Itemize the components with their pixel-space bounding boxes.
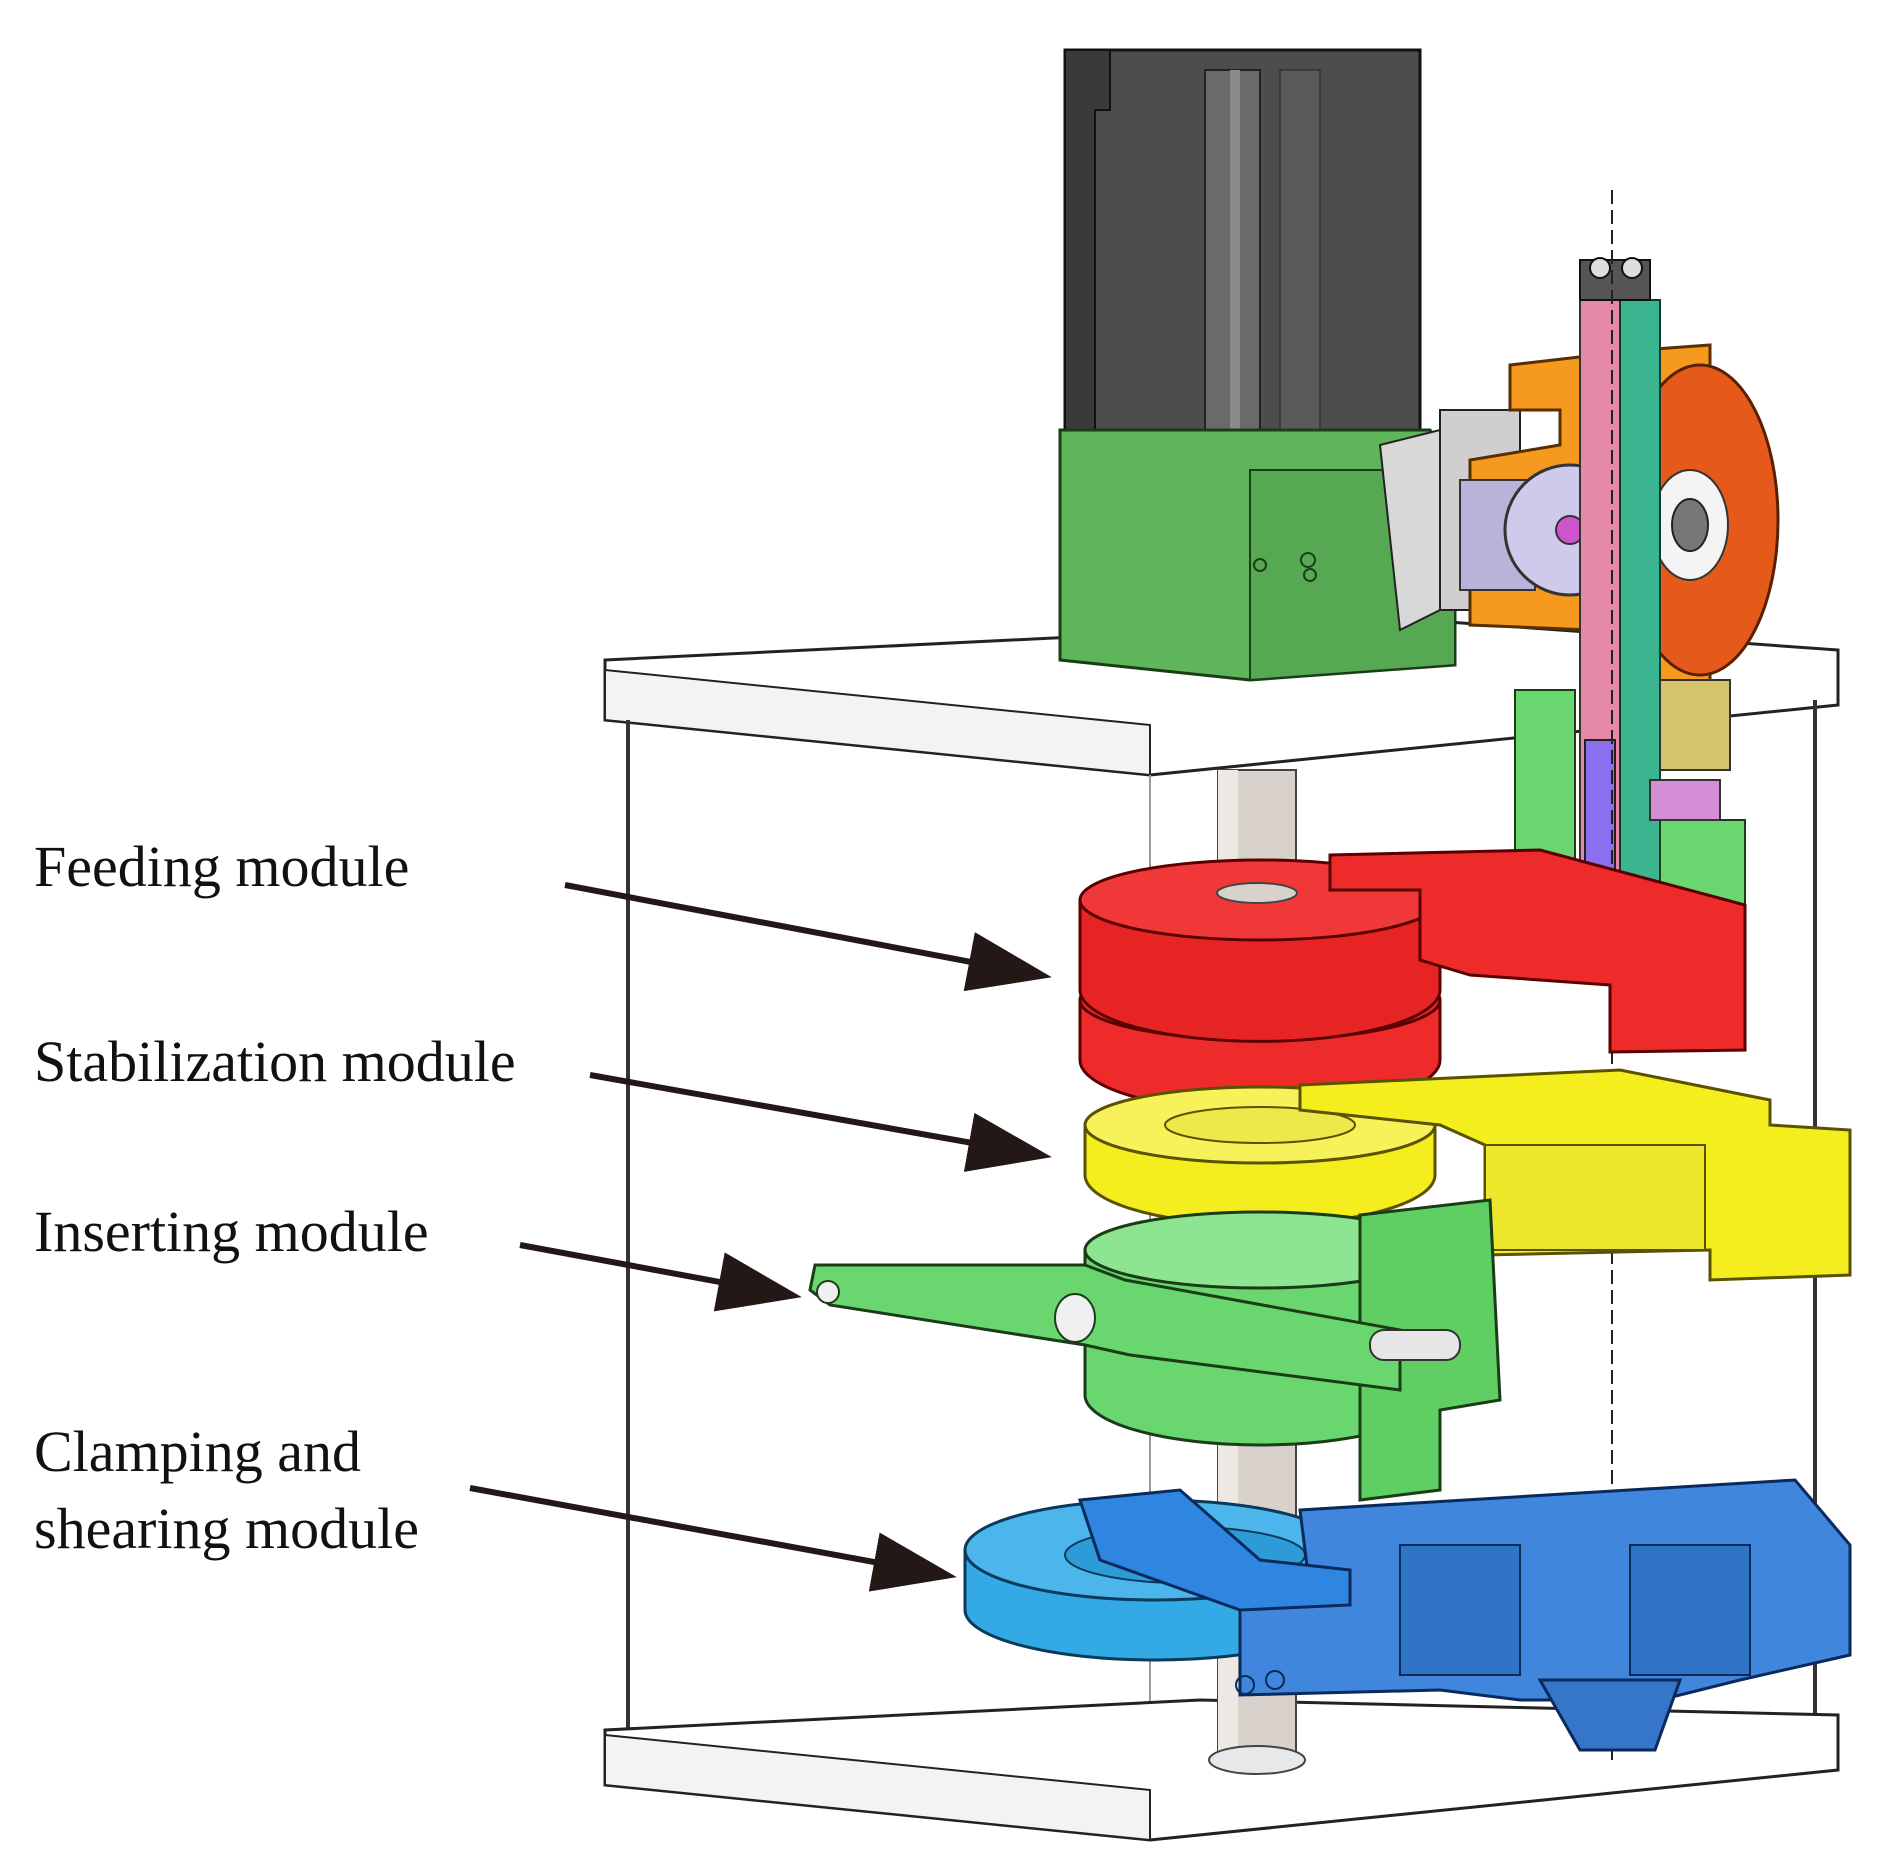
clamping-arrow bbox=[469, 1485, 957, 1592]
inserting-lever bbox=[808, 1263, 1461, 1392]
inserting-arrow bbox=[519, 1242, 802, 1312]
label-inserting-module: Inserting module bbox=[34, 1199, 429, 1264]
label-feeding-module: Feeding module bbox=[34, 834, 410, 899]
motor bbox=[1063, 48, 1422, 457]
label-clamping-line1: Clamping and bbox=[34, 1419, 362, 1484]
feeding-arrow bbox=[564, 882, 1052, 992]
feeding-cam bbox=[1078, 858, 1442, 1113]
callout-arrows bbox=[469, 882, 1052, 1592]
clamping-body bbox=[1077, 1478, 1852, 1752]
stabilization-arm bbox=[1298, 1068, 1852, 1282]
stabilization-arrow bbox=[589, 1072, 1052, 1172]
feeding-arm bbox=[1328, 848, 1747, 1054]
label-stabilization-module: Stabilization module bbox=[34, 1029, 516, 1094]
label-clamping-line2: shearing module bbox=[34, 1496, 419, 1561]
